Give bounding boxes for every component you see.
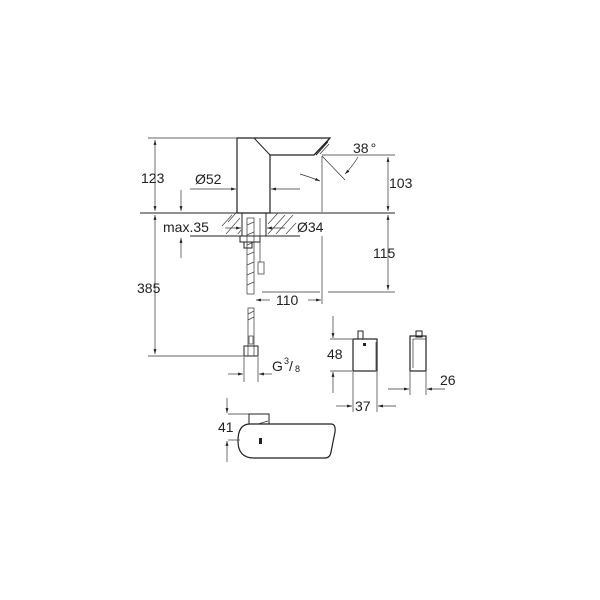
dim-123: 123 xyxy=(141,170,165,186)
dim-385: 385 xyxy=(137,280,161,296)
dim-diameter-52: Ø52 xyxy=(195,171,222,187)
control-box-side-body xyxy=(409,335,427,372)
control-box-front: 48 37 xyxy=(327,316,396,414)
dim-41: 41 xyxy=(218,419,234,435)
dim-37: 37 xyxy=(355,398,371,414)
hose-fitting xyxy=(243,345,259,357)
dim-48: 48 xyxy=(327,346,343,362)
faucet-side-view xyxy=(140,137,395,357)
dim-26: 26 xyxy=(440,372,456,388)
dim-max-35: max.35 xyxy=(163,219,209,235)
dimensions: 123 Ø52 max.35 Ø34 38° 103 115 110 xyxy=(137,137,413,382)
deck-hatch xyxy=(221,212,297,235)
dim-110: 110 xyxy=(276,292,299,308)
cable-connector xyxy=(257,261,265,275)
control-box-body xyxy=(352,338,378,372)
top-view-outline xyxy=(237,423,336,459)
dim-103: 103 xyxy=(389,175,413,191)
supply-hose xyxy=(246,217,255,295)
svg-text:8: 8 xyxy=(295,364,300,374)
svg-text:/: / xyxy=(289,358,293,374)
dim-thread: G xyxy=(272,358,283,374)
top-view-handle xyxy=(248,413,270,425)
sensor-window xyxy=(259,438,262,444)
svg-text:3: 3 xyxy=(284,356,289,366)
control-box-side: 26 xyxy=(388,330,456,395)
faucet-body xyxy=(236,137,332,214)
faucet-top-view: 41 xyxy=(218,398,336,462)
dim-angle: 38° xyxy=(353,140,376,156)
dim-diameter-34: Ø34 xyxy=(297,219,324,235)
dim-115: 115 xyxy=(373,245,396,261)
